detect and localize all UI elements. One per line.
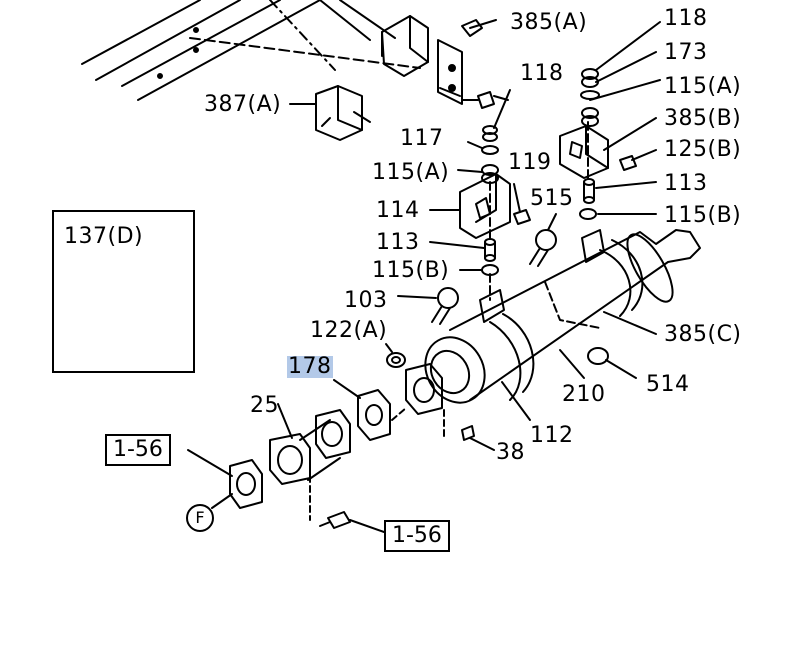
label-515: 515 xyxy=(530,186,574,211)
bracket-387a xyxy=(289,85,371,141)
label-125b: 125(B) xyxy=(664,137,742,162)
label-113-right: 113 xyxy=(664,171,708,196)
label-210: 210 xyxy=(562,382,606,407)
bolt-515 xyxy=(529,213,557,267)
label-118-mid: 118 xyxy=(520,61,564,86)
label-115b-left: 115(B) xyxy=(372,258,450,283)
muffler-flange xyxy=(405,363,443,415)
label-114: 114 xyxy=(376,198,420,223)
label-385a-top: 385(A) xyxy=(510,10,588,35)
label-173: 173 xyxy=(664,40,708,65)
reference-box-lower[interactable]: 1-56 xyxy=(384,520,450,552)
frame-rail xyxy=(81,0,421,101)
label-113-left: 113 xyxy=(376,230,420,255)
upper-bracket xyxy=(381,15,495,109)
nut-122a xyxy=(385,343,406,368)
bolt-bottom xyxy=(319,511,385,533)
label-115b-right: 115(B) xyxy=(664,203,742,228)
label-119: 119 xyxy=(508,150,552,175)
gasket-f xyxy=(187,449,263,509)
nut-38 xyxy=(443,409,495,451)
label-103: 103 xyxy=(344,288,388,313)
label-137d: 137(D) xyxy=(64,224,144,249)
inset-detail-box xyxy=(52,210,195,373)
fastener-stack-right xyxy=(579,21,661,220)
label-385c: 385(C) xyxy=(664,322,742,347)
label-25: 25 xyxy=(250,393,279,418)
label-122a: 122(A) xyxy=(310,318,388,343)
fastener-stack-center xyxy=(429,89,531,301)
label-115a-right: 115(A) xyxy=(664,74,742,99)
label-38: 38 xyxy=(496,440,525,465)
bracket-385b xyxy=(559,125,609,179)
nut-514 xyxy=(587,347,637,379)
gasket-178 xyxy=(333,379,407,441)
muffler xyxy=(424,229,701,421)
label-115a-left: 115(A) xyxy=(372,160,450,185)
marker-f-circle: F xyxy=(186,504,214,532)
label-514: 514 xyxy=(646,372,690,397)
label-112: 112 xyxy=(530,423,574,448)
reference-box-upper[interactable]: 1-56 xyxy=(105,434,171,466)
label-387a: 387(A) xyxy=(204,92,282,117)
bolt-103 xyxy=(397,287,459,325)
leader-lines xyxy=(469,19,509,101)
label-385b: 385(B) xyxy=(664,106,742,131)
pipe-25 xyxy=(269,403,351,521)
label-178-highlighted[interactable]: 178 xyxy=(287,354,333,379)
label-118-top: 118 xyxy=(664,6,708,31)
label-117: 117 xyxy=(400,126,444,151)
